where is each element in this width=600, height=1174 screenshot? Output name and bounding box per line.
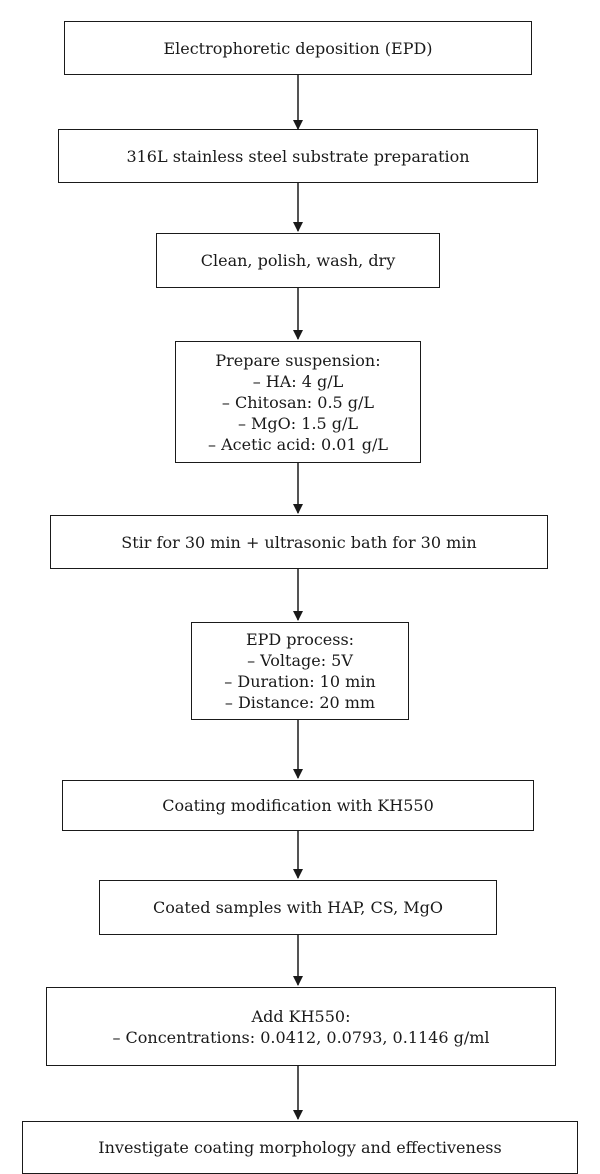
step-detail: – Acetic acid: 0.01 g/L xyxy=(208,434,388,454)
step-text: Coating modification with KH550 xyxy=(162,796,434,815)
step-text: 316L stainless steel substrate preparati… xyxy=(126,146,470,166)
step-text: Electrophoretic deposition (EPD) xyxy=(163,38,433,58)
step-text: Clean, polish, wash, dry xyxy=(200,251,396,270)
step-coating-modification: Coating modification with KH550 xyxy=(62,780,534,831)
step-detail: – HA: 4 g/L xyxy=(252,371,344,391)
step-clean-polish: Clean, polish, wash, dry xyxy=(156,233,440,288)
step-detail: – Distance: 20 mm xyxy=(224,693,376,712)
step-text: Investigate coating morphology and effec… xyxy=(98,1138,502,1157)
step-detail: – Concentrations: 0.0412, 0.0793, 0.1146… xyxy=(112,1027,490,1047)
step-investigate-coating: Investigate coating morphology and effec… xyxy=(22,1121,578,1174)
step-heading: Add KH550: xyxy=(251,1006,351,1026)
step-detail: – Voltage: 5V xyxy=(247,651,353,670)
step-text: Stir for 30 min + ultrasonic bath for 30… xyxy=(121,532,477,552)
step-heading: EPD process: xyxy=(245,630,355,649)
step-detail: – Duration: 10 min xyxy=(224,672,376,691)
step-prepare-suspension: Prepare suspension: – HA: 4 g/L – Chitos… xyxy=(175,341,421,463)
step-electrophoretic-deposition: Electrophoretic deposition (EPD) xyxy=(64,21,532,75)
step-add-kh550: Add KH550: – Concentrations: 0.0412, 0.0… xyxy=(46,987,556,1066)
step-text: Coated samples with HAP, CS, MgO xyxy=(152,898,444,917)
step-detail: – Chitosan: 0.5 g/L xyxy=(221,392,375,412)
step-substrate-preparation: 316L stainless steel substrate preparati… xyxy=(58,129,538,183)
step-epd-process: EPD process: – Voltage: 5V – Duration: 1… xyxy=(191,622,409,720)
step-stir-ultrasonic: Stir for 30 min + ultrasonic bath for 30… xyxy=(50,515,548,569)
step-detail: – MgO: 1.5 g/L xyxy=(237,413,359,433)
step-heading: Prepare suspension: xyxy=(215,350,381,370)
step-coated-samples: Coated samples with HAP, CS, MgO xyxy=(99,880,497,935)
